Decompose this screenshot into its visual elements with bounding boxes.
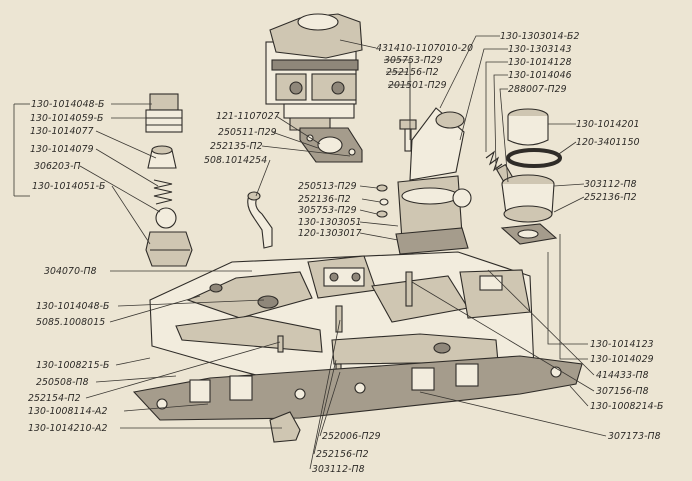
part-label: 120-1303017: [298, 228, 362, 239]
part-label: 252154-П2: [28, 393, 81, 404]
right-ring: [506, 148, 562, 168]
part-label: 130-1014077: [30, 126, 94, 137]
part-label: 252156-П2: [316, 449, 369, 460]
part-label: 130-1303014-Б2: [500, 31, 580, 42]
part-label: 130-1008215-Б: [36, 360, 110, 371]
part-label: 130-1014123: [590, 339, 654, 350]
small-bracket: [269, 411, 301, 443]
part-label: 250508-П8: [36, 377, 89, 388]
right-thermostat-body: [501, 174, 555, 223]
right-gasket: [500, 223, 558, 245]
part-label: 303112-П8: [584, 179, 637, 190]
left-spring: [153, 179, 173, 205]
part-label: 431410-1107010-20: [376, 43, 473, 54]
left-fitting: [145, 93, 183, 133]
left-nut: [145, 231, 193, 267]
part-label: 130-1014059-Б: [30, 113, 104, 124]
part-label: 130-1014079: [30, 144, 94, 155]
thermostat-housing: [395, 107, 472, 255]
part-label: 250513-П29: [298, 181, 357, 192]
part-label: 130-1008114-А2: [28, 406, 108, 417]
small-washers: [376, 184, 389, 218]
part-label: 130-1014048-Б: [31, 99, 105, 110]
part-label: 304070-П8: [44, 266, 97, 277]
part-label: 306203-П: [34, 161, 81, 172]
left-valve-seat: [147, 145, 177, 169]
part-label: 305753-П29: [298, 205, 357, 216]
left-ball: [155, 207, 177, 229]
part-label: 305753-П29: [384, 55, 443, 66]
carburetor-part: [265, 13, 363, 131]
part-label: 252156-П2: [386, 67, 439, 78]
part-labels: 130-1014048-Б 130-1014059-Б 130-1014077 …: [28, 31, 664, 475]
part-label: 5085.1008015: [36, 317, 105, 328]
carburetor-gasket: [299, 127, 363, 163]
part-label: 201501-П29: [388, 80, 447, 91]
part-label: 120-3401150: [576, 137, 640, 148]
part-label: 252006-П29: [322, 431, 381, 442]
part-label: 130-1303143: [508, 44, 572, 55]
right-cap: [507, 108, 549, 146]
leader-lines: [13, 35, 607, 470]
part-label: 252136-П2: [298, 194, 351, 205]
part-label: 130-1014046: [508, 70, 572, 81]
part-label: 307173-П8: [608, 431, 661, 442]
part-label: 130-1014201: [576, 119, 640, 130]
part-label: 121-1107027: [216, 111, 280, 122]
part-label: 130-1008214-Б: [590, 401, 664, 412]
part-label: 250511-П29: [218, 127, 277, 138]
exhaust-gasket: [132, 355, 583, 421]
part-label: 130-1014128: [508, 57, 572, 68]
part-label: 303112-П8: [312, 464, 365, 475]
part-label: 307156-П8: [596, 386, 649, 397]
part-label: 130-1014210-А2: [28, 423, 108, 434]
part-label: 130-1303051: [298, 217, 362, 228]
carb-bolt: [399, 119, 417, 152]
part-label: 288007-П29: [508, 84, 567, 95]
part-label: 252136-П2: [584, 192, 637, 203]
part-label: 252135-П2: [210, 141, 263, 152]
part-label: 130-1014048-Б: [36, 301, 110, 312]
part-label: 508.1014254: [204, 155, 267, 166]
vacuum-tube-part: [247, 191, 273, 249]
part-label: 130-1014029: [590, 354, 654, 365]
part-label: 130-1014051-Б: [32, 181, 106, 192]
part-label: 414433-П8: [596, 370, 649, 381]
